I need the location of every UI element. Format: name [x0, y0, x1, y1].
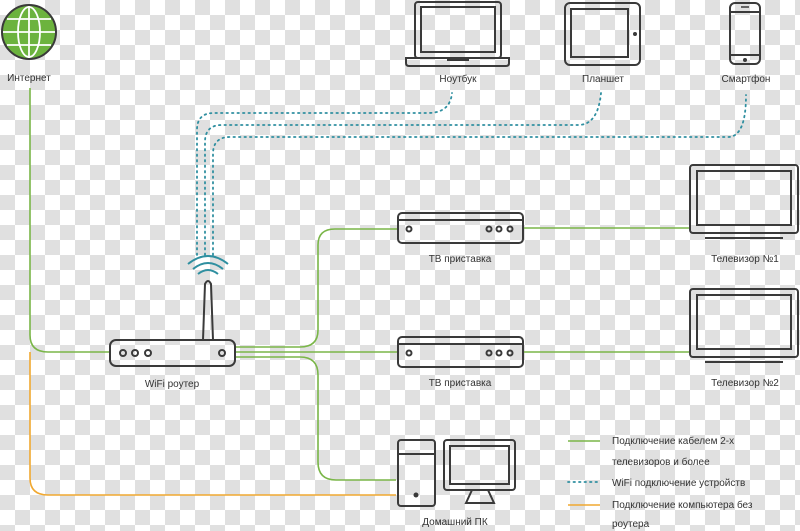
tv-2-label: Телевизор №2: [711, 378, 779, 389]
legend-wifi-label: WiFi подключение устройств: [612, 478, 745, 489]
smartphone-label: Смартфон: [722, 73, 771, 85]
wifi-link-smartphone: [212, 94, 747, 256]
globe-icon: [1, 4, 57, 60]
cable-router-tvbox1: [235, 228, 398, 348]
tablet-icon: [564, 2, 641, 66]
tv-1-label: Телевизор №1: [711, 254, 779, 265]
tv-1-icon: [689, 164, 799, 239]
tv-box-1-icon: [397, 212, 524, 244]
tv-2-icon: [689, 288, 799, 363]
tv-box-1-label: ТВ приставка: [429, 254, 492, 265]
laptop-label: Ноутбук: [439, 73, 477, 85]
wifi-link-tablet: [204, 92, 602, 256]
legend-direct-line2: роутера: [612, 519, 650, 530]
home-pc-label: Домашний ПК: [422, 517, 488, 528]
tv-box-2-label: ТВ приставка: [429, 378, 492, 389]
cable-internet-pc: [29, 352, 396, 496]
router-icon: [109, 280, 236, 367]
wifi-link-laptop: [196, 92, 453, 256]
tv-box-2-icon: [397, 336, 524, 368]
laptop-icon: [405, 1, 510, 67]
internet-label: Интернет: [7, 73, 51, 84]
home-pc-icon: [397, 439, 516, 507]
legend: Подключение кабелем 2-х телевизоров и бо…: [567, 435, 753, 530]
smartphone-icon: [729, 2, 761, 65]
router-label: WiFi роутер: [145, 379, 200, 390]
legend-cable-line1: Подключение кабелем 2-х: [612, 435, 734, 447]
legend-cable-line2: телевизоров и более: [612, 456, 710, 468]
tablet-label: Планшет: [582, 74, 624, 85]
cable-internet-router: [29, 88, 110, 353]
legend-direct-line1: Подключение компьютера без: [612, 499, 753, 511]
wifi-signal-icon: [187, 255, 229, 275]
cable-router-pc: [235, 356, 396, 481]
